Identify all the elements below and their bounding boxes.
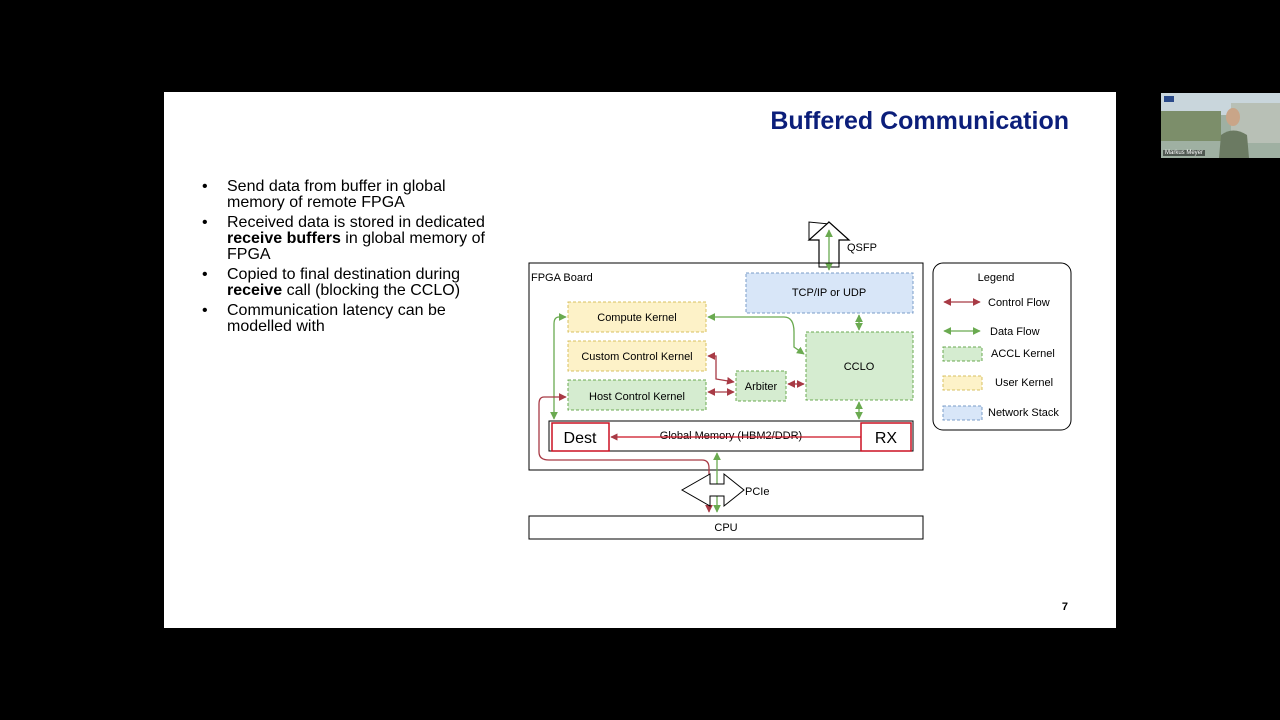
global-memory-label: Global Memory (HBM2/DDR) <box>660 430 802 442</box>
video-frame-image <box>1161 93 1280 158</box>
bullet-text: call (blocking the CCLO) <box>282 282 461 299</box>
slide-title: Buffered Communication <box>770 107 1069 135</box>
bullet-text: Received data is stored in dedicated <box>227 214 485 231</box>
arbiter-block <box>735 370 787 402</box>
legend-network-swatch <box>942 405 983 421</box>
arbiter-label: Arbiter <box>745 381 778 393</box>
rx-label: RX <box>875 430 898 447</box>
pcie-connector <box>680 472 745 508</box>
bullet-list: Send data from buffer in global memory o… <box>202 179 502 339</box>
legend-data-flow-label: Data Flow <box>990 326 1040 338</box>
legend-user-label: User Kernel <box>995 377 1053 389</box>
legend-accl-swatch <box>942 346 983 362</box>
compute-memory-data-flow <box>550 313 567 420</box>
architecture-diagram: QSFP FPGA Board TCP/IP or UDP Compute Ke… <box>528 220 1072 540</box>
custom-control-kernel-block <box>567 340 707 372</box>
bullet-item: Copied to final destination during recei… <box>202 267 502 299</box>
bullet-item: Received data is stored in dedicated rec… <box>202 215 502 263</box>
bullet-bold-text: receive <box>227 282 283 299</box>
compute-kernel-label: Compute Kernel <box>597 312 677 324</box>
compute-cclo-data-flow <box>707 313 805 355</box>
bullet-bold-text: receive buffers <box>227 230 341 247</box>
fpga-board-label: FPGA Board <box>531 272 593 284</box>
cpu-block <box>528 515 924 540</box>
qsfp-label: QSFP <box>847 242 877 254</box>
tcp-ip-block <box>745 272 914 314</box>
custom-control-kernel-label: Custom Control Kernel <box>581 351 692 363</box>
legend-accl-label: ACCL Kernel <box>991 348 1055 360</box>
cpu-label: CPU <box>714 522 737 534</box>
legend-title: Legend <box>978 272 1015 284</box>
compute-kernel-block <box>567 301 707 333</box>
dest-label: Dest <box>564 430 597 447</box>
custom-arbiter-control-flow <box>707 352 735 385</box>
bullet-text: Copied to final destination during <box>227 266 461 283</box>
bullet-text: Send data from buffer in global memory o… <box>227 178 446 211</box>
rx-buffer <box>860 422 912 452</box>
host-control-kernel-label: Host Control Kernel <box>589 391 685 403</box>
legend-network-label: Network Stack <box>988 407 1059 419</box>
legend-control-flow-label: Control Flow <box>988 297 1050 309</box>
tcp-ip-label: TCP/IP or UDP <box>792 287 866 299</box>
fpga-board <box>528 262 924 471</box>
bullet-item: Send data from buffer in global memory o… <box>202 179 502 211</box>
page-number: 7 <box>1061 601 1068 613</box>
pcie-label: PCIe <box>745 486 769 498</box>
legend-user-swatch <box>942 375 983 391</box>
bullet-item: Communication latency can be modelled wi… <box>202 303 502 335</box>
cclo-label: CCLO <box>844 361 875 373</box>
participant-name: Markus Meyer <box>1163 150 1206 156</box>
slide: Buffered Communication Send data from bu… <box>164 92 1116 628</box>
bullet-text: Communication latency can be modelled wi… <box>227 302 446 335</box>
bullet-text: in global memory of FPGA <box>227 230 485 263</box>
participant-video-thumbnail[interactable]: Markus Meyer <box>1161 93 1280 158</box>
cclo-block <box>805 331 914 401</box>
host-cpu-control-flow <box>538 393 713 513</box>
